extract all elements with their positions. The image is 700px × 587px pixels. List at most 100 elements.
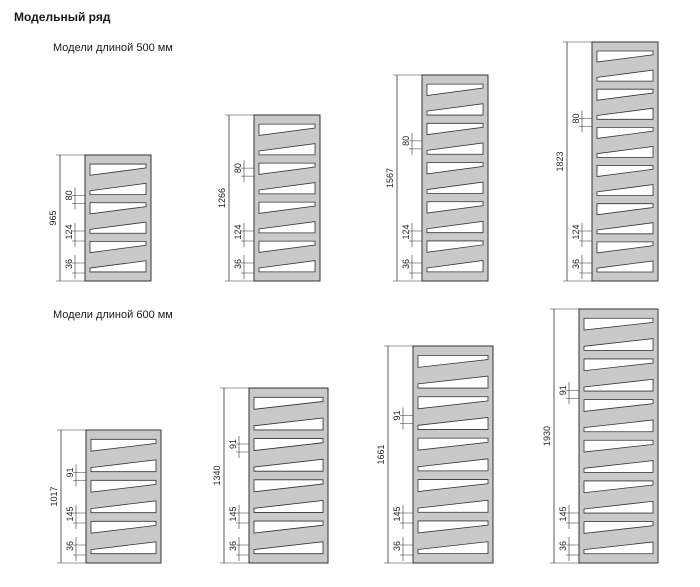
radiator-opening bbox=[258, 201, 316, 214]
radiator-frame bbox=[85, 429, 162, 564]
radiator-opening bbox=[583, 399, 654, 412]
radiator-opening bbox=[426, 181, 484, 194]
radiator-opening bbox=[596, 126, 654, 139]
radiator-opening bbox=[417, 437, 489, 451]
offset-label: 36 bbox=[401, 259, 411, 269]
radiator-frame bbox=[248, 387, 329, 564]
offset-label: 36 bbox=[392, 541, 402, 551]
gap-large-label: 124 bbox=[401, 224, 411, 239]
radiator-opening bbox=[89, 240, 147, 254]
offset-label: 36 bbox=[571, 259, 581, 269]
radiator-opening bbox=[596, 145, 654, 158]
gap-large-label: 145 bbox=[392, 506, 402, 521]
radiator-opening bbox=[583, 500, 654, 514]
radiator-opening bbox=[253, 396, 324, 410]
height-label: 965 bbox=[48, 210, 58, 225]
radiator-opening bbox=[596, 184, 654, 197]
radiator-opening bbox=[583, 521, 654, 534]
radiator-opening bbox=[253, 520, 324, 534]
offset-label: 36 bbox=[233, 259, 243, 269]
radiator-opening bbox=[417, 375, 489, 389]
radiator-opening bbox=[417, 541, 489, 555]
radiator-opening bbox=[258, 221, 316, 234]
height-label: 1340 bbox=[212, 465, 222, 485]
height-label: 1017 bbox=[49, 486, 59, 506]
radiator-opening bbox=[90, 500, 157, 514]
offset-label: 36 bbox=[65, 541, 75, 551]
radiator-opening bbox=[89, 221, 147, 234]
radiator-opening bbox=[417, 458, 489, 472]
section-label-500: Модели длиной 500 мм bbox=[53, 42, 173, 54]
radiator-0-1: 1266 36 124 80 bbox=[217, 114, 321, 282]
radiator-opening bbox=[89, 182, 147, 196]
offset-label: 36 bbox=[64, 259, 74, 269]
gap-large-label: 124 bbox=[571, 224, 581, 239]
radiator-opening bbox=[253, 417, 324, 431]
radiator-opening bbox=[417, 520, 489, 534]
gap-small-label: 80 bbox=[233, 163, 243, 173]
radiator-opening bbox=[253, 500, 324, 513]
radiator-opening bbox=[596, 69, 654, 82]
radiator-0-0: 965 36 124 80 bbox=[48, 154, 152, 282]
radiator-opening bbox=[583, 378, 654, 392]
radiator-opening bbox=[258, 162, 316, 175]
height-label: 1823 bbox=[555, 151, 565, 171]
radiator-opening bbox=[417, 396, 489, 410]
radiator-opening bbox=[417, 354, 489, 368]
radiator-opening bbox=[90, 520, 157, 534]
radiator-opening bbox=[90, 459, 157, 473]
radiator-opening bbox=[89, 260, 147, 273]
height-label: 1266 bbox=[217, 188, 227, 208]
radiator-opening bbox=[258, 260, 316, 273]
radiator-opening bbox=[253, 479, 324, 493]
radiator-opening bbox=[426, 122, 484, 136]
radiator-opening bbox=[426, 201, 484, 214]
radiator-opening bbox=[89, 163, 147, 176]
height-label: 1930 bbox=[542, 426, 552, 446]
radiator-opening bbox=[89, 202, 147, 215]
radiator-opening bbox=[596, 107, 654, 120]
gap-small-label: 80 bbox=[64, 190, 74, 200]
gap-large-label: 124 bbox=[64, 224, 74, 239]
radiator-opening bbox=[426, 103, 484, 116]
gap-small-label: 80 bbox=[401, 136, 411, 146]
radiator-opening bbox=[426, 240, 484, 253]
radiator-opening bbox=[426, 83, 484, 96]
radiator-opening bbox=[596, 203, 654, 216]
section-label-600: Модели длиной 600 мм bbox=[53, 309, 173, 321]
radiator-frame bbox=[578, 308, 659, 564]
radiator-opening bbox=[596, 88, 654, 101]
offset-label: 36 bbox=[558, 541, 568, 551]
radiator-opening bbox=[596, 222, 654, 235]
radiator-opening bbox=[426, 260, 484, 273]
gap-large-label: 124 bbox=[233, 224, 243, 239]
gap-small-label: 91 bbox=[65, 468, 75, 478]
radiator-opening bbox=[583, 541, 654, 555]
radiator-opening bbox=[253, 458, 324, 472]
radiator-opening bbox=[583, 338, 654, 351]
page-title: Модельный ряд bbox=[14, 10, 111, 24]
radiator-opening bbox=[426, 220, 484, 234]
radiator-opening bbox=[417, 499, 489, 513]
radiator-frame bbox=[591, 41, 659, 282]
radiator-opening bbox=[596, 165, 654, 178]
radiator-frame bbox=[84, 154, 152, 282]
radiator-opening bbox=[426, 162, 484, 175]
radiator-opening bbox=[596, 50, 654, 63]
radiator-opening bbox=[258, 240, 316, 253]
gap-large-label: 145 bbox=[558, 506, 568, 521]
gap-small-label: 91 bbox=[228, 439, 238, 449]
gap-large-label: 145 bbox=[65, 506, 75, 521]
radiator-opening bbox=[253, 541, 324, 555]
radiator-opening bbox=[258, 182, 316, 195]
height-label: 1661 bbox=[376, 444, 386, 464]
radiator-opening bbox=[583, 317, 654, 331]
radiator-opening bbox=[596, 241, 654, 254]
radiator-opening bbox=[583, 419, 654, 433]
radiator-opening bbox=[258, 123, 316, 136]
